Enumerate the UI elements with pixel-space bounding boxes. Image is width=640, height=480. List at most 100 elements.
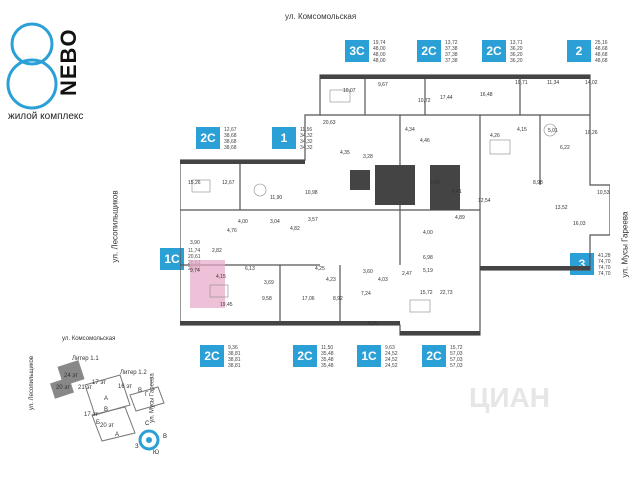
room-area: 12,67 bbox=[222, 180, 235, 186]
room-area: 4,26 bbox=[490, 133, 500, 139]
floors-label: 24 эт bbox=[64, 373, 79, 379]
apartment-type-badge: 1C bbox=[160, 248, 184, 270]
room-area: 3,69 bbox=[264, 280, 274, 286]
room-area: 11,90 bbox=[270, 195, 283, 201]
apartment-type-badge: 2C bbox=[293, 345, 317, 367]
room-area: 17,44 bbox=[440, 95, 453, 101]
logo-wordmark: NEBO bbox=[56, 28, 81, 96]
site-mini-plan bbox=[50, 360, 165, 442]
room-area: 3,04 bbox=[270, 219, 280, 225]
room-area: 16,48 bbox=[480, 92, 493, 98]
section-label: Г bbox=[145, 392, 149, 398]
room-area: 5,01 bbox=[548, 128, 558, 134]
room-area: 6,13 bbox=[245, 266, 255, 272]
apartment-type-badge: 2C bbox=[200, 345, 224, 367]
room-area: 4,23 bbox=[326, 277, 336, 283]
room-area: 4,82 bbox=[290, 226, 300, 232]
room-area: 4,34 bbox=[405, 127, 415, 133]
room-area: 10,72 bbox=[418, 98, 431, 104]
room-area: 2,82 bbox=[212, 248, 222, 254]
room-area: 4,00 bbox=[423, 230, 433, 236]
section-label: Б bbox=[96, 420, 100, 426]
room-area: 20,63 bbox=[323, 120, 336, 126]
apartment-type-badge: 1 bbox=[272, 127, 296, 149]
apartment-type-badge: 1C bbox=[357, 345, 381, 367]
section-label: А bbox=[115, 432, 120, 438]
room-area: 4,00 bbox=[238, 219, 248, 225]
street-left: ул. Лесопильщиков bbox=[110, 190, 120, 263]
apartment-type-badge: 2C bbox=[482, 40, 506, 62]
room-area: 13,52 bbox=[555, 205, 568, 211]
room-area: 11,34 bbox=[547, 80, 560, 86]
room-area: 10,53 bbox=[597, 190, 610, 196]
liter-1-1: Литер 1.1 bbox=[72, 356, 99, 362]
floors-label: 16 эт bbox=[118, 384, 133, 390]
highlighted-apartment bbox=[190, 260, 225, 308]
room-area: 14,02 bbox=[585, 80, 598, 86]
room-area: 15,26 bbox=[188, 180, 201, 186]
room-area: 12,54 bbox=[478, 198, 491, 204]
apartment-type-badge: 2 bbox=[567, 40, 591, 62]
room-area: 4,03 bbox=[378, 277, 388, 283]
room-area: 4,15 bbox=[216, 274, 226, 280]
floors-label: 20 эт bbox=[56, 385, 71, 391]
floors-label: 17 эт bbox=[92, 380, 107, 386]
room-area: 4,15 bbox=[517, 127, 527, 133]
section-label: В bbox=[138, 388, 143, 394]
apartment-type-badge: 2C bbox=[417, 40, 441, 62]
mini-street-top: ул. Комсомольская bbox=[62, 336, 116, 342]
floors-label: 17 эт bbox=[84, 412, 99, 418]
room-area: 10,98 bbox=[305, 190, 318, 196]
mini-street-left: ул. Лесопильщиков bbox=[29, 355, 36, 411]
room-area: 10,26 bbox=[585, 130, 598, 136]
room-area: 9,67 bbox=[378, 82, 388, 88]
room-area: 3,90 bbox=[190, 240, 200, 246]
room-area: 4,46 bbox=[420, 138, 430, 144]
logo-subtitle: жилой комплекс bbox=[8, 111, 84, 122]
apartment-type-badge: 2C bbox=[196, 127, 220, 149]
street-right: ул. Мусы Гареева bbox=[620, 211, 630, 278]
room-area: 4,76 bbox=[227, 228, 237, 234]
room-area: 4,89 bbox=[455, 215, 465, 221]
liter-1-2: Литер 1.2 bbox=[120, 370, 147, 376]
floors-label: 20 эт bbox=[100, 423, 115, 429]
room-area: 4,35 bbox=[340, 150, 350, 156]
mini-street-right: ул. Мусы Гареева bbox=[149, 373, 156, 423]
room-area: 4,25 bbox=[315, 266, 325, 272]
room-area: 8,92 bbox=[333, 296, 343, 302]
section-label: A bbox=[104, 396, 109, 402]
room-area: 10,71 bbox=[515, 80, 528, 86]
room-area: 3,60 bbox=[363, 269, 373, 275]
room-area: 4,00 bbox=[430, 180, 440, 186]
room-area: 9,85 bbox=[368, 321, 378, 327]
room-area: 5,19 bbox=[423, 268, 433, 274]
room-area: 19,45 bbox=[220, 302, 233, 308]
room-area: 9,58 bbox=[262, 296, 272, 302]
room-area: 3,28 bbox=[363, 154, 373, 160]
room-area: 6,98 bbox=[423, 255, 433, 261]
room-area: 22,73 bbox=[440, 290, 453, 296]
room-area: 7,24 bbox=[361, 291, 371, 297]
room-area: 3,57 bbox=[308, 217, 318, 223]
room-area: 15,72 bbox=[420, 290, 433, 296]
floor-plan bbox=[180, 74, 610, 336]
room-area: 4,41 bbox=[452, 189, 462, 195]
apartment-type-badge: 3C bbox=[345, 40, 369, 62]
room-area: 9,74 bbox=[190, 268, 200, 274]
compass: С В Ю З bbox=[135, 421, 168, 456]
watermark: ЦИАН bbox=[468, 382, 550, 413]
apartment-type-badge: 2C bbox=[422, 345, 446, 367]
street-top: ул. Комсомольская bbox=[285, 12, 357, 21]
room-area: 6,22 bbox=[560, 145, 570, 151]
room-area: 2,47 bbox=[402, 271, 412, 277]
